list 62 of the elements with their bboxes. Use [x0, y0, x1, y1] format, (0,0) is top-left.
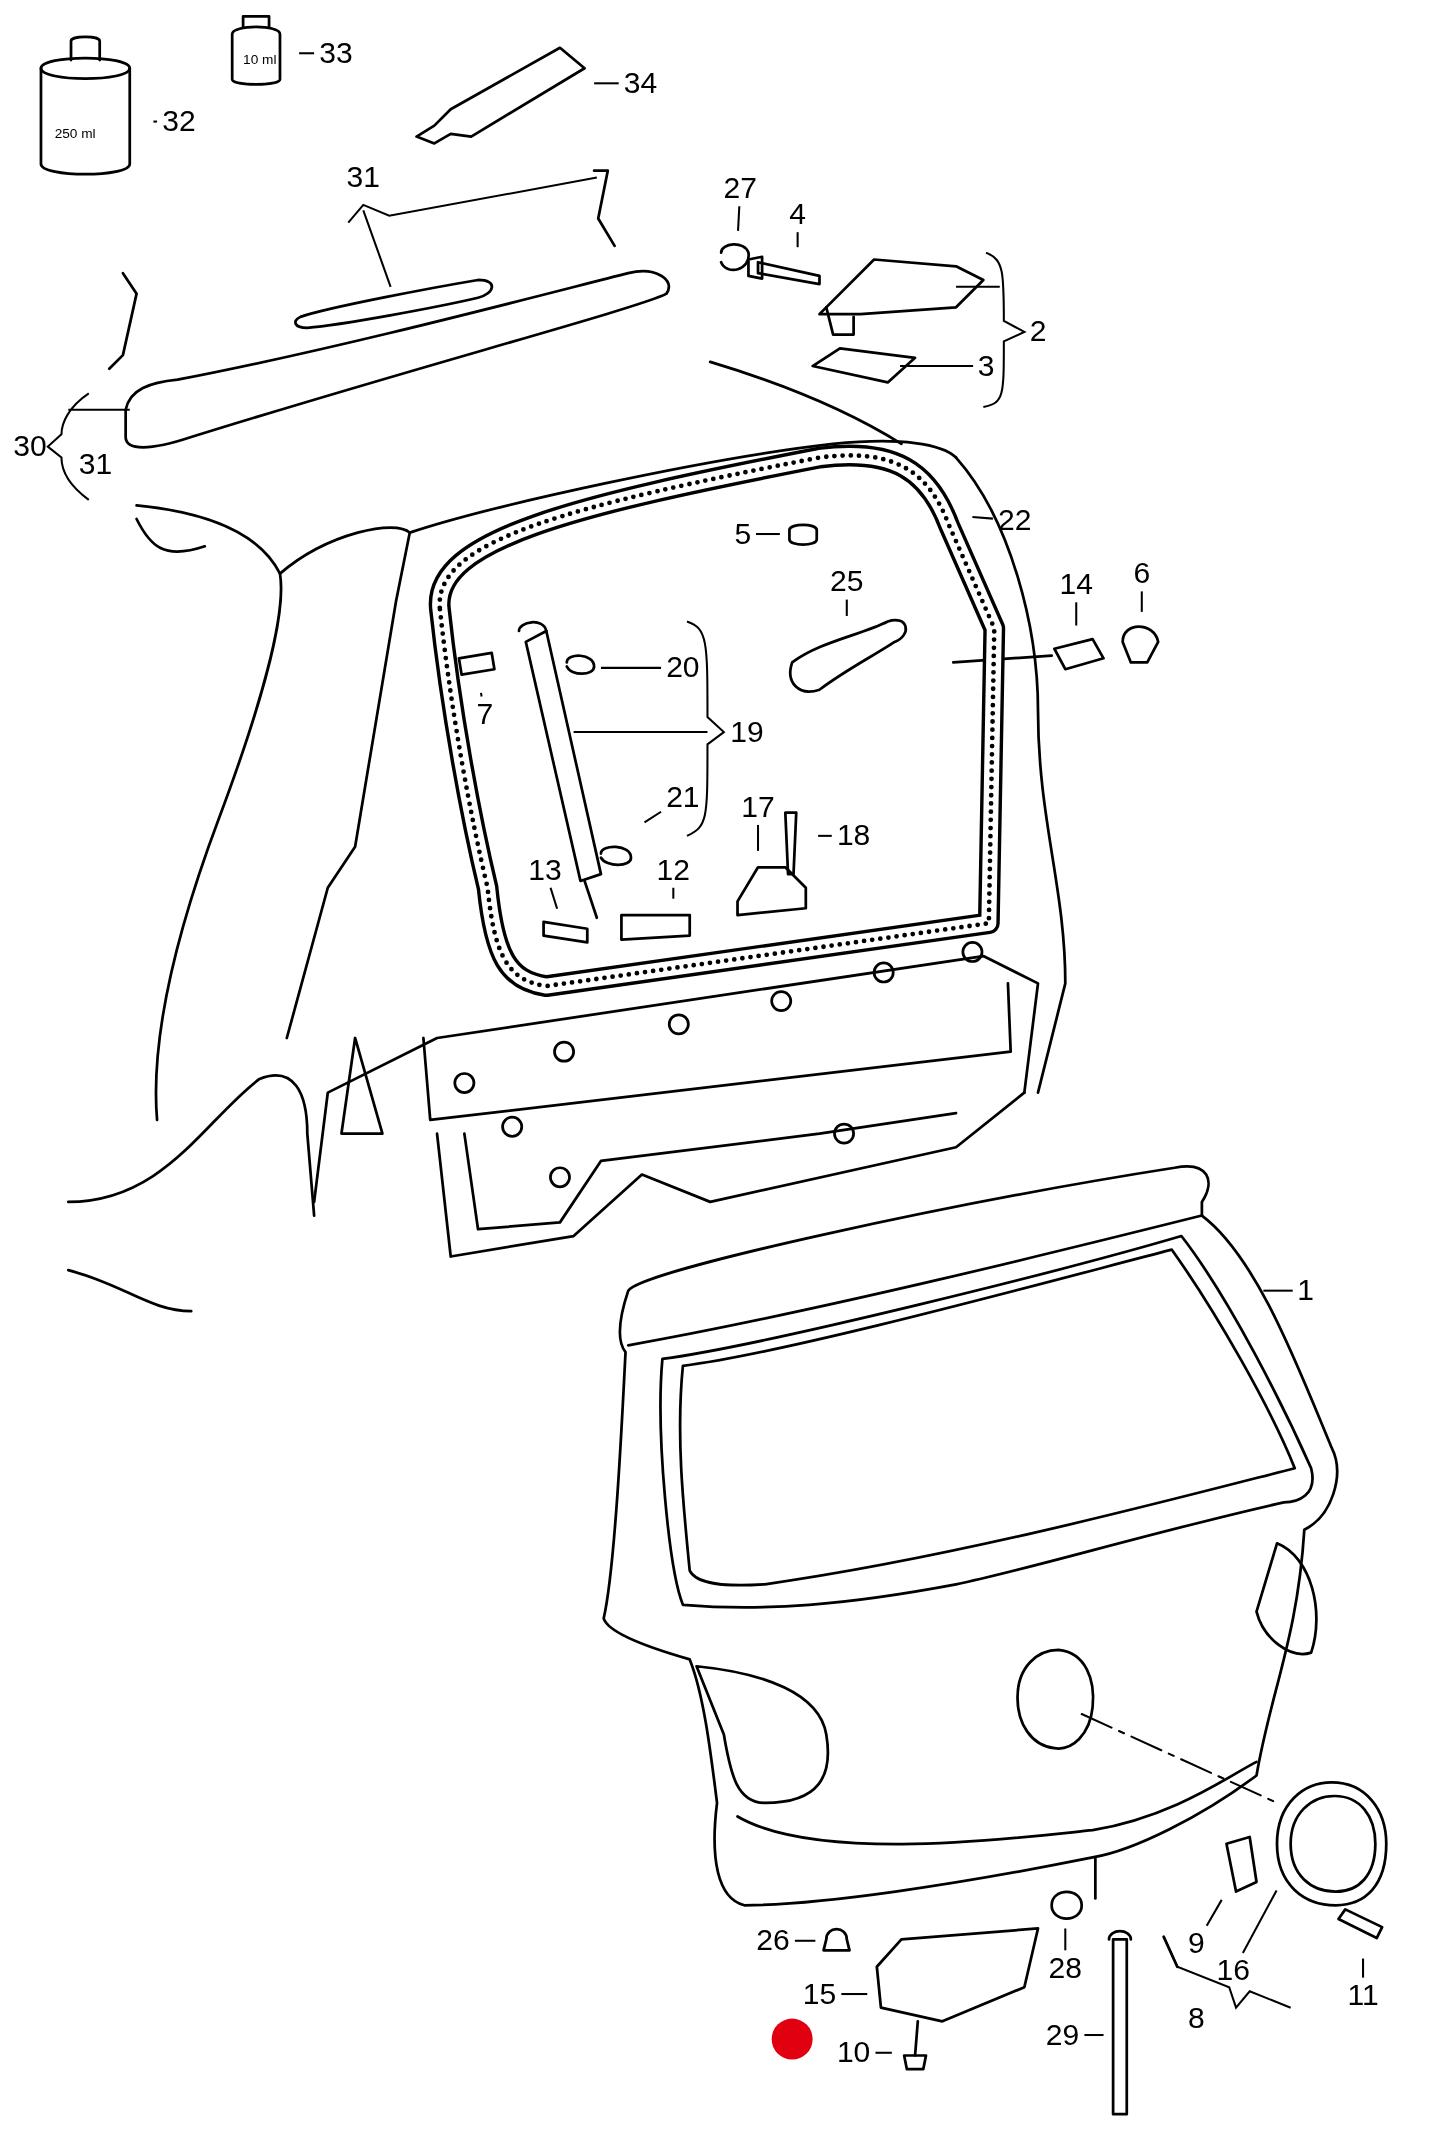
callout-number: 2	[1025, 314, 1051, 350]
callout-number: 7	[471, 696, 498, 733]
leader-line	[845, 599, 848, 616]
leader-line	[1084, 2034, 1104, 2037]
callout-number: 19	[725, 714, 769, 750]
leader-line	[299, 52, 315, 55]
leader-line	[818, 834, 832, 837]
leader-line	[1140, 591, 1143, 612]
callout-number: 13	[523, 852, 567, 888]
leader-line	[479, 692, 483, 697]
callout-number: 11	[1341, 1977, 1385, 2014]
callout-number: 12	[651, 852, 696, 888]
leader-line	[643, 810, 662, 824]
callout-number: 21	[661, 779, 705, 816]
callout-number: 17	[736, 789, 780, 825]
leader-line	[1064, 1928, 1067, 1951]
leader-line	[1362, 1958, 1365, 1978]
callout-number: 22	[992, 502, 1037, 539]
leader-line	[757, 824, 760, 851]
leader-line	[875, 2051, 892, 2054]
leader-line	[794, 1939, 816, 1942]
volume-label: 250 ml	[54, 125, 96, 143]
leader-line	[1241, 1889, 1278, 1954]
leader-line	[841, 1993, 868, 1996]
callout-number: 31	[341, 159, 386, 196]
leader-line	[600, 666, 662, 669]
callout-number: 25	[824, 564, 869, 600]
leader-line	[972, 516, 993, 520]
callout-number: 9	[1183, 1925, 1210, 1962]
leader-line	[1263, 1289, 1293, 1292]
callout-number: 18	[831, 818, 876, 854]
callout-number: 30	[8, 428, 52, 465]
callout-number: 10	[831, 2035, 876, 2071]
callout-number: 29	[1040, 2017, 1085, 2053]
leader-line	[1075, 602, 1078, 626]
callout-number: 20	[661, 650, 705, 686]
callout-number: 34	[618, 65, 663, 102]
leader-line	[672, 887, 675, 899]
callout-number: 26	[751, 1923, 795, 1959]
volume-label: 10 ml	[243, 51, 277, 69]
callout-number: 31	[73, 446, 118, 483]
leader-line	[796, 232, 799, 248]
leader-line	[153, 120, 158, 123]
callout-number: 5	[730, 516, 756, 552]
leader-line	[549, 887, 559, 909]
callout-number: 4	[784, 196, 811, 233]
leader-line	[755, 533, 780, 536]
leader-line	[900, 365, 974, 368]
callout-number: 15	[797, 1976, 842, 2012]
callout-number: 6	[1128, 555, 1155, 592]
callout-number: 14	[1054, 566, 1099, 603]
leader-line	[594, 82, 619, 85]
callout-number: 16	[1211, 1953, 1256, 1989]
callout-number: 32	[157, 103, 201, 140]
leader-line	[1205, 1899, 1223, 1927]
callout-number: 8	[1183, 2000, 1210, 2037]
callout-number: 27	[718, 170, 763, 207]
callout-number: 1	[1292, 1272, 1319, 1309]
callout-number: 33	[314, 35, 358, 71]
callout-number: 28	[1043, 1950, 1088, 1986]
leader-line	[737, 206, 741, 231]
callout-number: 3	[973, 348, 1000, 384]
